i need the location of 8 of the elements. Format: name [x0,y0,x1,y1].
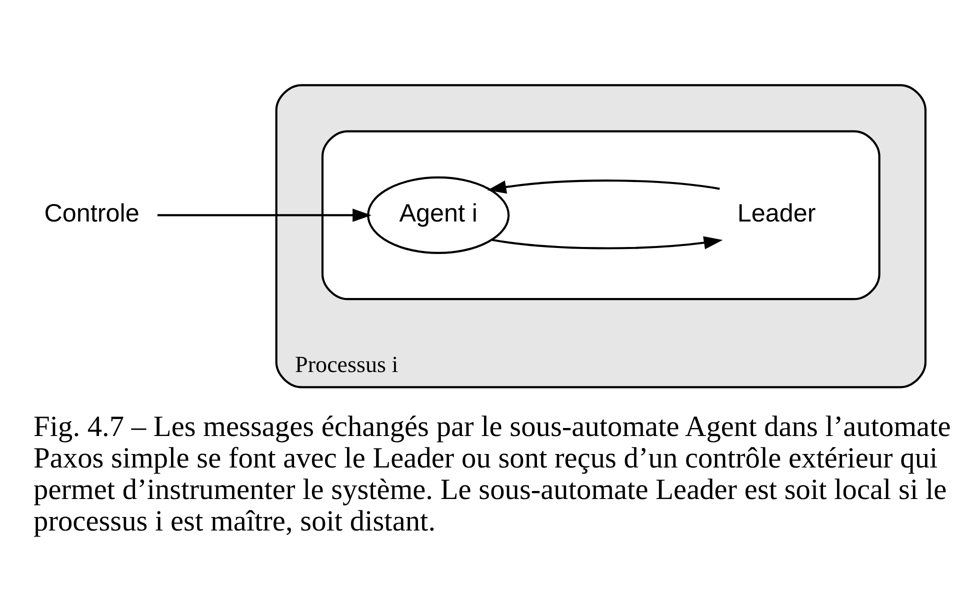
arrow [487,180,720,194]
arrow [157,208,372,222]
cluster [321,130,880,300]
caption: Fig. 4.7 – Les messages échangés par le sous-automate Agent dans l’automate Paxos simple se font avec le Leader ou sont reçus d’un contrôle extérieur qui permet d’instrumenter le système. Le sous-automate Leader est soit local si le processus i est maître, soit distant. [34,410,951,538]
arrow [492,236,723,250]
node-ellipse: Agent i [367,176,510,254]
node-text: Leader [737,200,816,228]
node-text: Controle [44,200,140,228]
